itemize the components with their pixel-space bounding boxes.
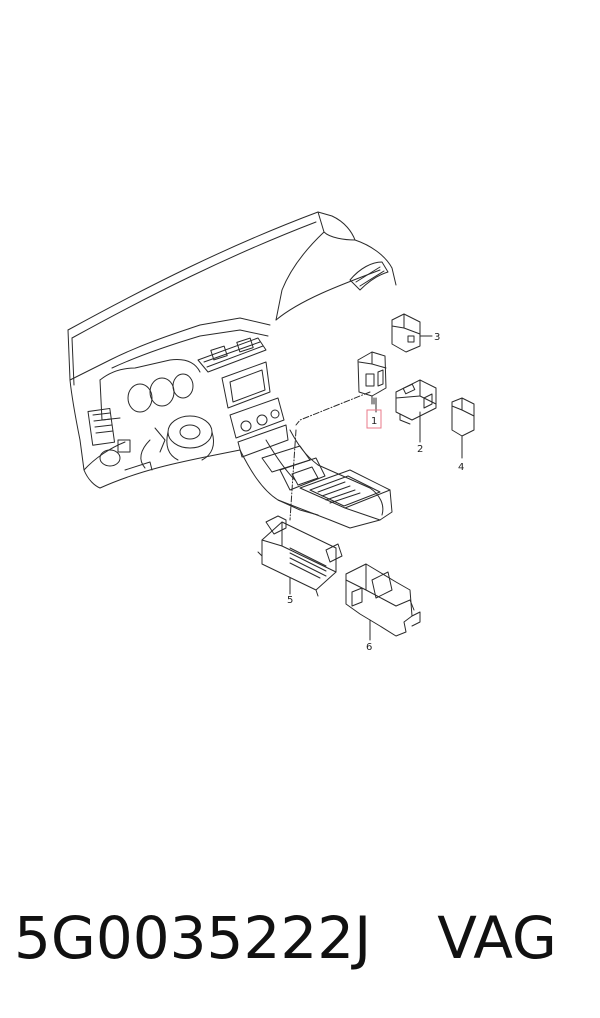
part-6-bracket (345, 563, 421, 641)
callout-1: 1 (371, 416, 377, 427)
part-2-connector (395, 379, 437, 443)
part-number: 5G0035222J (14, 904, 372, 972)
dashboard-outline (67, 211, 397, 529)
callout-4: 4 (458, 462, 464, 473)
callout-2: 2 (417, 444, 423, 455)
brand-name: VAG (437, 904, 557, 972)
part-5-control-unit (257, 515, 343, 597)
callout-6: 6 (366, 642, 372, 653)
part-1-usb-socket (357, 351, 387, 413)
part-3-switch (391, 313, 433, 353)
callout-5: 5 (287, 595, 293, 606)
part-number-row: 5G0035222J VAG (14, 898, 594, 978)
highlight-box (366, 409, 382, 429)
leader-lines (289, 391, 371, 521)
part-4-blank-cover (451, 397, 475, 459)
callout-3: 3 (434, 332, 440, 343)
